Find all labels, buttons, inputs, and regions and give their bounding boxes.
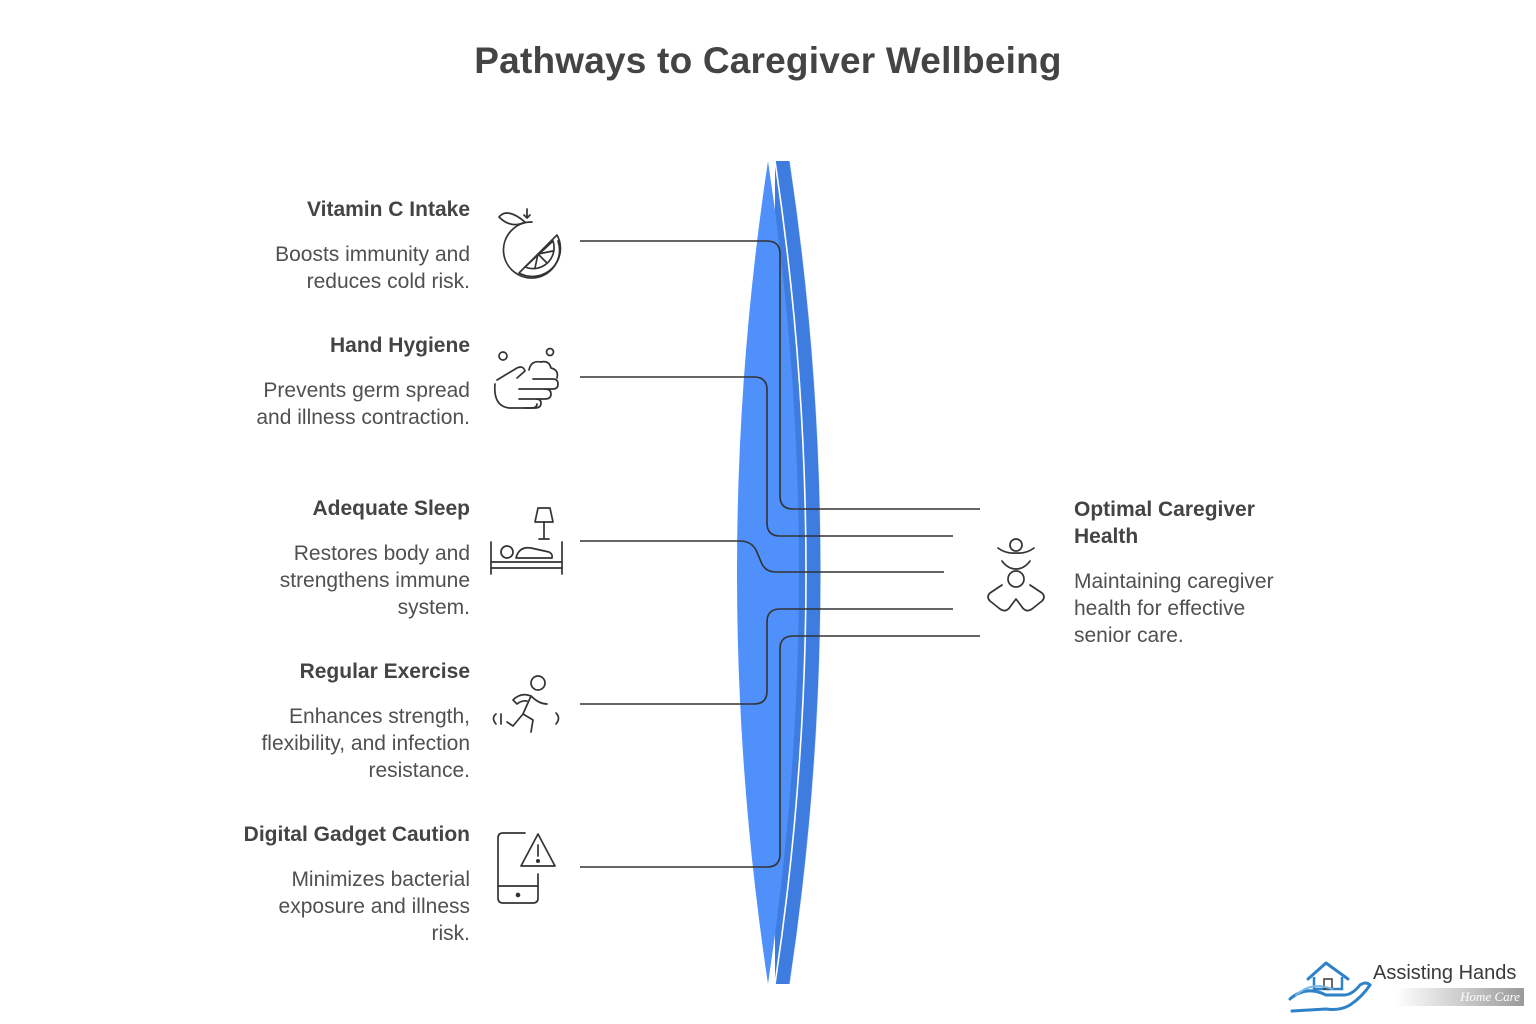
outcome-optimal-health: Optimal Caregiver Health Maintaining car… bbox=[1074, 496, 1334, 649]
citrus-icon bbox=[487, 201, 567, 281]
connector-line-gadget bbox=[580, 635, 980, 868]
bed-sleep-icon bbox=[487, 502, 567, 582]
pathway-description: Prevents germ spread and illness contrac… bbox=[256, 379, 470, 429]
phone-warning-icon bbox=[487, 828, 567, 908]
connector-line-exercise bbox=[580, 608, 953, 705]
page-title: Pathways to Caregiver Wellbeing bbox=[474, 40, 1062, 81]
meditation-person-icon bbox=[976, 535, 1056, 615]
hand-house-logo-icon bbox=[1288, 961, 1372, 1013]
pathway-sleep: Adequate Sleep Restores body and strengt… bbox=[200, 496, 470, 621]
pathway-description: Boosts immunity and reduces cold risk. bbox=[275, 243, 470, 293]
pathway-gadget: Digital Gadget Caution Minimizes bacteri… bbox=[200, 822, 470, 947]
connector-line-sleep bbox=[580, 540, 944, 573]
pathway-hand-hygiene: Hand Hygiene Prevents germ spread and il… bbox=[200, 333, 470, 431]
connector-line-vitamin-c bbox=[580, 240, 980, 510]
outcome-title: Optimal Caregiver Health bbox=[1074, 498, 1255, 548]
pathway-exercise: Regular Exercise Enhances strength, flex… bbox=[200, 659, 470, 784]
pathway-title: Digital Gadget Caution bbox=[243, 823, 470, 846]
pathway-description: Enhances strength, flexibility, and infe… bbox=[261, 705, 470, 782]
pathway-vitamin-c: Vitamin C Intake Boosts immunity and red… bbox=[200, 197, 470, 295]
pathway-title: Hand Hygiene bbox=[329, 334, 470, 357]
logo-name: Assisting Hands bbox=[1373, 962, 1517, 984]
pathway-title: Vitamin C Intake bbox=[307, 198, 470, 221]
outcome-description: Maintaining caregiver health for effecti… bbox=[1074, 570, 1274, 647]
pathway-title: Adequate Sleep bbox=[312, 497, 470, 520]
lens-body bbox=[737, 161, 799, 984]
assisting-hands-logo: Assisting Hands Home Care bbox=[1286, 955, 1526, 1015]
pathway-description: Minimizes bacterial exposure and illness… bbox=[278, 868, 470, 945]
pathway-description: Restores body and strengthens immune sys… bbox=[279, 542, 470, 619]
connector-line-hand-hygiene bbox=[580, 376, 953, 537]
logo-subtitle: Home Care bbox=[1396, 988, 1524, 1006]
hand-washing-icon bbox=[487, 340, 567, 420]
pathway-title: Regular Exercise bbox=[299, 660, 470, 683]
running-person-icon bbox=[487, 668, 567, 748]
